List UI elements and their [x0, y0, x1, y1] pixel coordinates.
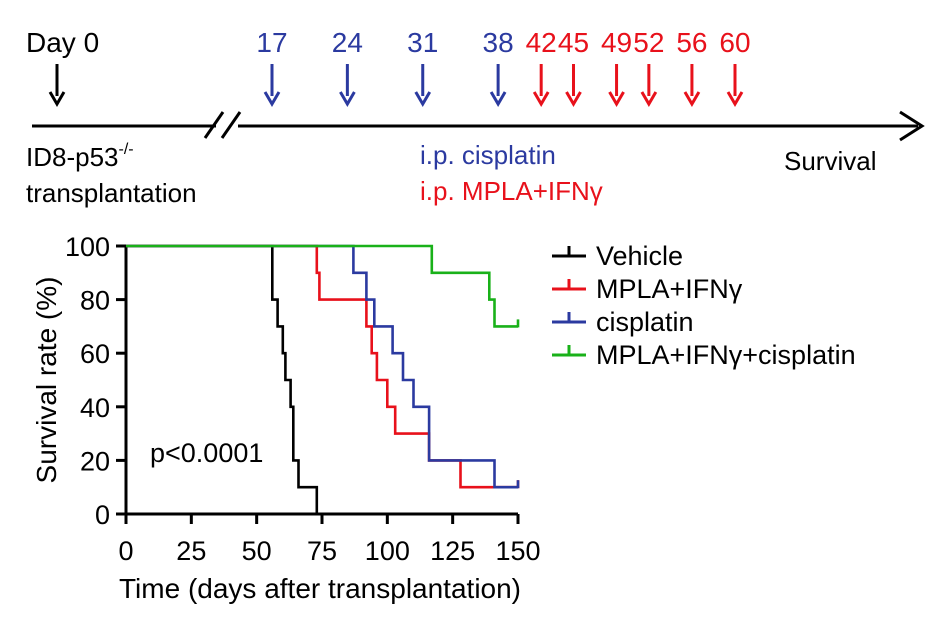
x-tick-label: 25: [176, 536, 206, 566]
x-tick-label: 50: [242, 536, 272, 566]
y-axis-label: Survival rate (%): [31, 277, 62, 484]
legend: VehicleMPLA+IFNγcisplatinMPLA+IFNγ+cispl…: [552, 241, 856, 370]
mpla-day-label: 42: [526, 27, 557, 58]
cisplatin-day-label: 24: [332, 27, 363, 58]
mpla-day-label: 52: [633, 27, 664, 58]
axis-break-mark: [203, 111, 225, 139]
y-tick-label: 20: [80, 446, 110, 476]
transplant-label-line2: transplantation: [26, 178, 197, 208]
day0-arrow-mark: [48, 64, 66, 107]
cisplatin-arrow: [339, 64, 356, 107]
cisplatin-arrow-head: [489, 91, 507, 107]
mpla-arrow-head: [640, 91, 658, 107]
survival-curve-2: [126, 244, 518, 489]
mpla-arrow: [683, 64, 701, 107]
mpla-arrow: [532, 64, 550, 107]
mpla-arrow-head: [726, 91, 744, 107]
mpla-day-label: 56: [676, 27, 707, 58]
legend-item: MPLA+IFNγ+cisplatin: [552, 340, 856, 370]
legend-label: cisplatin: [596, 307, 694, 337]
legend-item: MPLA+IFNγ: [552, 274, 743, 304]
y-tick-label: 40: [80, 393, 110, 423]
legend-item: Vehicle: [552, 241, 683, 271]
y-tick-label: 0: [95, 500, 110, 530]
cisplatin-day-label: 38: [483, 27, 514, 58]
y-tick-label: 80: [80, 286, 110, 316]
mpla-label: i.p. MPLA+IFNγ: [420, 176, 603, 206]
x-axis-ticks: 0 25 50 75 100 125 150: [118, 514, 541, 566]
cisplatin-arrow-head: [414, 91, 432, 107]
mpla-arrow: [640, 64, 658, 107]
cisplatin-day-label: 31: [407, 27, 438, 58]
cisplatin-label: i.p. cisplatin: [420, 140, 556, 170]
day0-arrow-mark-head: [48, 91, 66, 107]
legend-item: cisplatin: [552, 307, 694, 337]
p-value-annotation: p<0.0001: [150, 438, 263, 468]
survival-label: Survival: [784, 146, 876, 176]
x-tick-label: 75: [307, 536, 337, 566]
timeline-arrowhead: [899, 110, 925, 142]
x-axis-label: Time (days after transplantation): [119, 573, 521, 604]
mpla-day-label: 60: [719, 27, 750, 58]
survival-curve-3: [126, 244, 518, 328]
mpla-day-label: 49: [601, 27, 632, 58]
mpla-arrow-head: [565, 91, 582, 107]
x-tick-label: 125: [430, 536, 475, 566]
y-tick-label: 60: [80, 339, 110, 369]
legend-label: MPLA+IFNγ: [596, 274, 743, 304]
mpla-day-label: 45: [558, 27, 589, 58]
y-tick-label: 100: [65, 232, 110, 262]
day0-arrow: [48, 64, 66, 107]
legend-label: Vehicle: [596, 241, 683, 271]
cisplatin-day-label: 17: [256, 27, 287, 58]
cisplatin-arrow: [414, 64, 432, 107]
survival-curve-0: [126, 244, 319, 514]
legend-label: MPLA+IFNγ+cisplatin: [596, 340, 856, 370]
mpla-arrow: [565, 64, 582, 107]
mpla-arrow-head: [608, 91, 625, 107]
x-tick-label: 100: [365, 536, 410, 566]
survival-curves: [126, 244, 520, 514]
transplant-label: ID8-p53-/-: [26, 141, 134, 172]
day0-label: Day 0: [26, 27, 99, 58]
survival-chart: 0 20 40 60 80 100 0 25 50 75 100 125 150 Survival r…: [31, 232, 856, 604]
cisplatin-day-labels: 17 24 31 38: [256, 27, 514, 107]
cisplatin-arrow: [263, 64, 281, 107]
x-tick-label: 150: [495, 536, 540, 566]
axis-break-mark: [220, 111, 242, 139]
y-axis-ticks: 0 20 40 60 80 100: [65, 232, 126, 530]
mpla-arrow: [608, 64, 625, 107]
mpla-arrow: [726, 64, 744, 107]
x-tick-label: 0: [118, 536, 133, 566]
cisplatin-arrow-head: [263, 91, 281, 107]
cisplatin-arrow-head: [339, 91, 356, 107]
mpla-arrow-head: [532, 91, 550, 107]
mpla-arrow-head: [683, 91, 701, 107]
cisplatin-arrow: [489, 64, 507, 107]
